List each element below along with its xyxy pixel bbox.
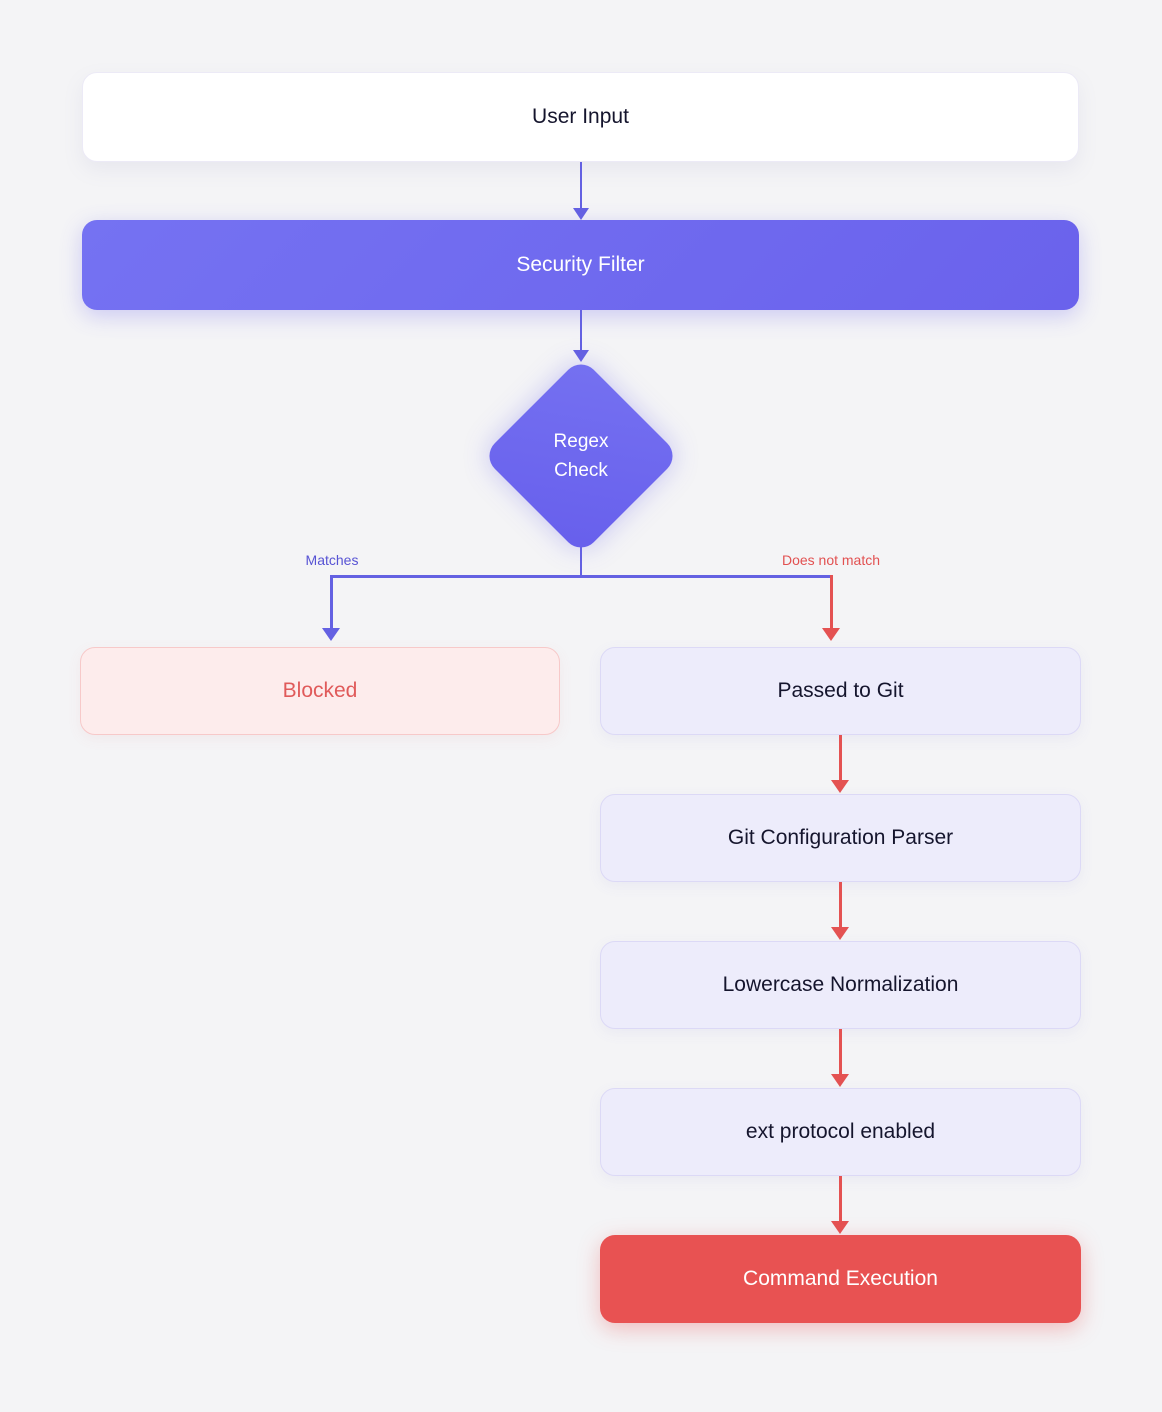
- arrowhead-to-passed-to-git: [822, 628, 840, 641]
- arrowhead-to-parser: [831, 780, 849, 793]
- node-passed-to-git: Passed to Git: [600, 647, 1081, 735]
- node-lowercase-normalization: Lowercase Normalization: [600, 941, 1081, 1029]
- node-regex-check-label: Regex Check: [553, 431, 609, 481]
- edge-security-filter-to-regex-check: [580, 310, 582, 354]
- node-blocked-label: Blocked: [282, 679, 358, 702]
- edge-label-does-not-match: Does not match: [781, 552, 881, 568]
- arrowhead-to-command: [831, 1221, 849, 1234]
- edge-does-not-match-vertical: [830, 575, 833, 629]
- node-user-input: User Input: [82, 72, 1079, 162]
- node-blocked: Blocked: [80, 647, 560, 735]
- node-user-input-label: User Input: [532, 105, 629, 128]
- node-regex-check: Regex Check: [482, 357, 680, 555]
- edge-regex-check-stub: [580, 520, 582, 578]
- node-command-execution-label: Command Execution: [743, 1267, 938, 1290]
- arrowhead-to-blocked: [322, 628, 340, 641]
- edge-lowercase-to-ext: [839, 1029, 842, 1075]
- edge-matches-vertical: [330, 575, 333, 629]
- node-git-configuration-parser-label: Git Configuration Parser: [727, 826, 954, 849]
- node-git-configuration-parser: Git Configuration Parser: [600, 794, 1081, 882]
- node-passed-to-git-label: Passed to Git: [777, 679, 904, 702]
- node-command-execution: Command Execution: [600, 1235, 1081, 1323]
- edge-user-input-to-security-filter: [580, 162, 582, 210]
- node-lowercase-normalization-label: Lowercase Normalization: [722, 973, 959, 996]
- node-security-filter-label: Security Filter: [516, 253, 645, 276]
- arrowhead-to-security-filter: [573, 208, 589, 220]
- edge-passed-to-git-to-parser: [839, 735, 842, 781]
- node-ext-protocol-enabled-label: ext protocol enabled: [745, 1120, 936, 1143]
- arrowhead-to-regex-check: [573, 350, 589, 362]
- node-security-filter: Security Filter: [82, 220, 1079, 310]
- node-ext-protocol-enabled: ext protocol enabled: [600, 1088, 1081, 1176]
- edge-parser-to-lowercase: [839, 882, 842, 928]
- arrowhead-to-ext: [831, 1074, 849, 1087]
- arrowhead-to-lowercase: [831, 927, 849, 940]
- edge-ext-to-command: [839, 1176, 842, 1222]
- edge-label-matches: Matches: [305, 552, 359, 568]
